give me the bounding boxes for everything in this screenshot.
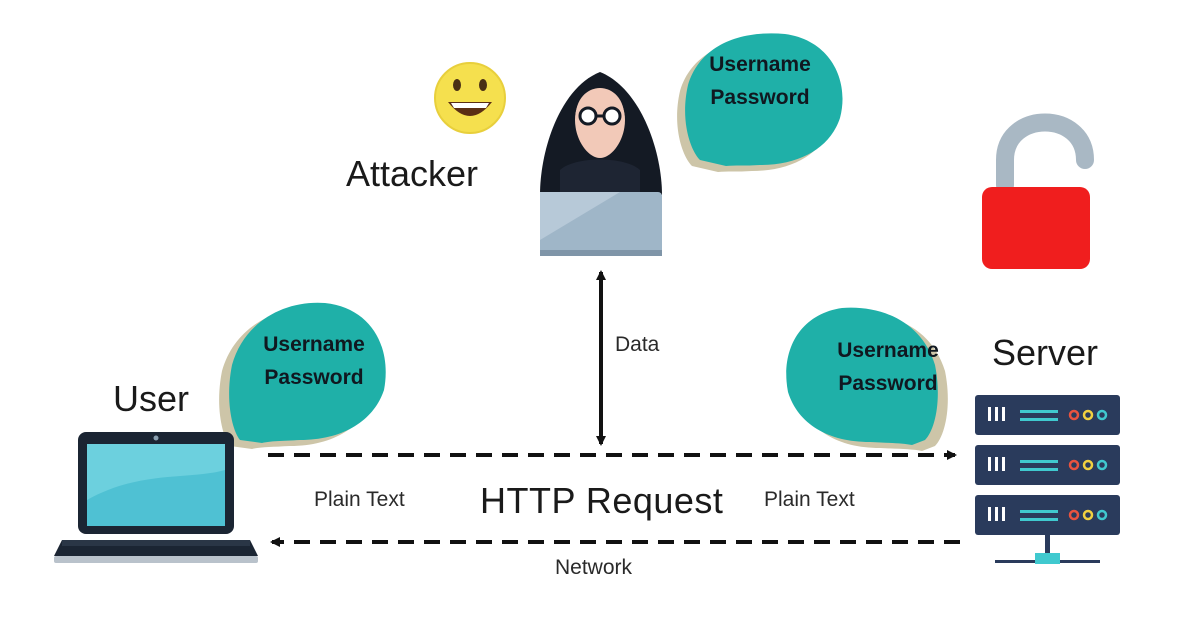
user-label: User bbox=[113, 378, 190, 419]
server-bubble-password: Password bbox=[838, 372, 938, 395]
attacker-icon bbox=[540, 72, 662, 256]
server-bubble-text: Username Password bbox=[820, 334, 956, 400]
user-bubble-text: Username Password bbox=[246, 328, 382, 394]
attacker-bubble-username: Username bbox=[709, 53, 811, 76]
attacker-bubble-password: Password bbox=[710, 86, 810, 109]
plain-text-left-label: Plain Text bbox=[314, 488, 405, 511]
server-bubble-username: Username bbox=[837, 339, 939, 362]
attacker-label: Attacker bbox=[346, 153, 479, 194]
plain-text-right-label: Plain Text bbox=[764, 488, 855, 511]
laptop-icon bbox=[54, 432, 258, 563]
attacker-bubble-text: Username Password bbox=[692, 48, 828, 114]
network-label: Network bbox=[555, 556, 633, 579]
user-bubble-password: Password bbox=[264, 366, 364, 389]
server-speech-bubble bbox=[786, 307, 948, 451]
smiley-icon bbox=[434, 62, 506, 134]
user-speech-bubble bbox=[219, 302, 386, 449]
server-label: Server bbox=[992, 332, 1099, 373]
http-request-label: HTTP Request bbox=[480, 480, 724, 521]
attacker-speech-bubble bbox=[677, 33, 843, 173]
lock-icon bbox=[982, 113, 1094, 269]
data-label: Data bbox=[615, 333, 660, 356]
server-icon bbox=[975, 395, 1120, 564]
user-bubble-username: Username bbox=[263, 333, 365, 356]
